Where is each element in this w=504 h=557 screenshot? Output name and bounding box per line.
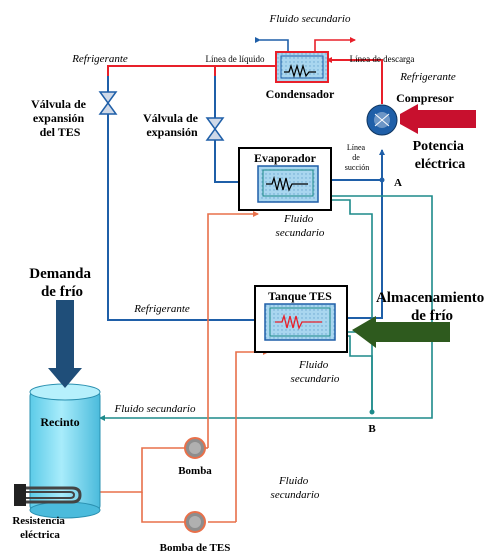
label-point-b: B [368,423,376,435]
junction-b [369,409,375,415]
discharge-line [107,57,383,104]
demand-arrow [48,300,82,388]
label-valvula-tes: Válvula de expansión del TES [31,97,89,139]
label-bomba-tes: Bomba de TES [160,542,231,554]
recinto-tank [29,383,101,519]
tes-tank [254,285,348,353]
label-point-a: A [394,177,402,189]
label-fluido-secundario-evap: Fluido secundario [276,213,325,239]
label-fluido-secundario-bomba: Fluido secundario [271,475,320,501]
label-almacenamiento: Almacenamiento de frío [376,290,488,324]
label-bomba: Bomba [178,465,212,477]
label-demanda: Demanda de frío [29,266,94,300]
junction-a [379,177,385,183]
label-linea-succion: Línea de succión [345,143,369,172]
label-fluido-secundario-top: Fluido secundario [269,13,351,25]
label-fluido-secundario-recinto: Fluido secundario [114,403,196,415]
storage-arrow [352,316,450,348]
label-compresor: Compresor [396,91,454,105]
label-tanque-tes: Tanque TES [268,289,332,303]
label-linea-liquido: Línea de líquido [206,54,265,64]
label-refrigerante-top: Refrigerante [71,53,128,65]
expansion-valve [205,117,225,141]
pump [184,437,206,459]
label-refrigerante-right: Refrigerante [399,71,456,83]
label-resistencia: Resistencia eléctrica [12,515,67,541]
label-potencia: Potencia eléctrica [413,139,468,172]
evaporator [238,147,332,211]
resistance-heater [14,484,82,506]
condenser [275,51,329,83]
tes-expansion-valve [98,91,118,115]
label-linea-descarga: Línea de descarga [350,54,415,64]
power-arrow [400,104,476,134]
label-fluido-secundario-tes: Fluido secundario [291,359,340,385]
compressor [366,104,398,136]
label-condensador: Condensador [266,87,335,101]
label-recinto: Recinto [40,415,79,429]
label-evaporador: Evaporador [254,151,317,165]
secondary-fluid-condenser [255,37,356,52]
label-valvula: Válvula de expansión [143,111,201,139]
label-refrigerante-mid: Refrigerante [133,303,190,315]
tes-pump [184,511,206,533]
